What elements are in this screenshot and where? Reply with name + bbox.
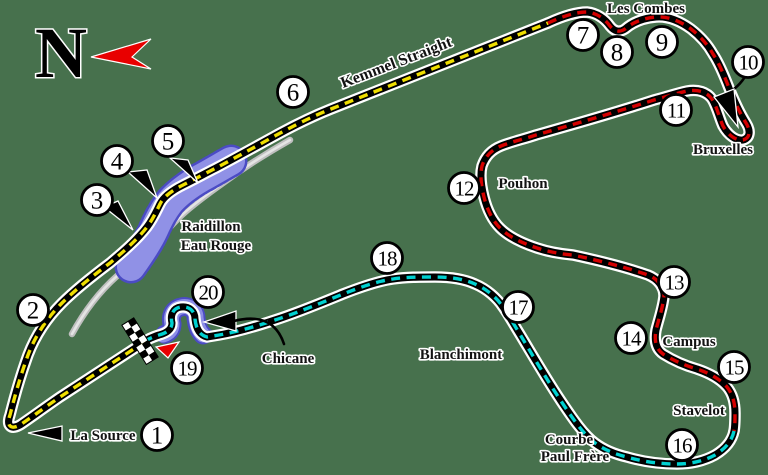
turn-circle — [600, 35, 634, 69]
label-bruxelles: Bruxelles — [693, 142, 753, 158]
label-stavelot: Stavelot — [673, 403, 725, 419]
label-la-source: La Source — [70, 428, 135, 444]
flag-frame — [121, 317, 159, 366]
turn-circle — [447, 171, 481, 205]
turn-number: 3 — [91, 188, 104, 215]
turn-circle — [645, 25, 679, 59]
label-pouhon: Pouhon — [498, 176, 548, 192]
turn-marker-16: 16 — [665, 428, 699, 462]
turn-number: 11 — [667, 99, 686, 123]
north-arrow-icon — [90, 38, 152, 70]
turn-circle — [191, 275, 225, 309]
turn-circle — [140, 418, 174, 452]
turn-circle — [16, 293, 50, 327]
turn-circle — [731, 45, 765, 79]
turn-number: 10 — [739, 51, 759, 75]
turn-circle — [370, 241, 404, 275]
turn-marker-4: 4 — [100, 144, 134, 178]
label-raidillon: Raidillon — [181, 219, 241, 235]
turn-marker-2: 2 — [16, 293, 50, 327]
turn-marker-18: 18 — [370, 241, 404, 275]
turn-circle — [717, 350, 751, 384]
turn-marker-15: 15 — [717, 350, 751, 384]
turn-circle — [657, 265, 691, 299]
finish-flag — [121, 317, 159, 366]
turn-circle — [100, 144, 134, 178]
turn-circle — [501, 290, 535, 324]
label-campus: Campus — [662, 334, 716, 350]
turn-marker-3: 3 — [80, 183, 114, 217]
turn-number: 13 — [665, 271, 685, 295]
turn-marker-5: 5 — [151, 124, 185, 158]
turn-circle — [614, 321, 648, 355]
turn-marker-13: 13 — [657, 265, 691, 299]
turn-marker-11: 11 — [659, 93, 693, 127]
turn-number: 5 — [162, 129, 175, 156]
turn-number: 9 — [656, 30, 669, 57]
chicane-leader-line — [232, 317, 286, 346]
label-paul-frere: Paul Frère — [541, 449, 610, 465]
turn-marker-12: 12 — [447, 171, 481, 205]
north-label: N — [35, 13, 87, 93]
turn-marker-6: 6 — [276, 75, 310, 109]
turn19-red-pointer — [154, 341, 181, 359]
turn-number: 15 — [725, 356, 745, 380]
turn10-arrow — [712, 88, 739, 130]
turn-number: 20 — [199, 281, 219, 305]
turn-marker-7: 7 — [566, 18, 600, 52]
turn-number: 6 — [287, 80, 300, 107]
turn-number: 12 — [455, 177, 475, 201]
label-courbe: Courbe — [545, 432, 594, 448]
turn-number: 2 — [27, 298, 40, 325]
turn-marker-1: 1 — [140, 418, 174, 452]
turn-circle — [170, 351, 204, 385]
turn-circle — [80, 183, 114, 217]
turn-marker-9: 9 — [645, 25, 679, 59]
label-blanchimont: Blanchimont — [420, 347, 503, 363]
turn-marker-20: 20 — [191, 275, 225, 309]
label-les-combes: Les Combes — [607, 1, 685, 17]
turn-circle — [276, 75, 310, 109]
turn-number: 18 — [378, 247, 398, 271]
turn-marker-14: 14 — [614, 321, 648, 355]
turn-marker-8: 8 — [600, 35, 634, 69]
turn-number: 16 — [673, 434, 693, 458]
turn-circle — [151, 124, 185, 158]
turn-number: 19 — [178, 357, 198, 381]
label-eau-rouge: Eau Rouge — [181, 238, 252, 254]
turn-number: 7 — [577, 23, 590, 50]
turn5-pointer — [168, 157, 199, 184]
turn-marker-19: 19 — [170, 351, 204, 385]
label-chicane: Chicane — [262, 351, 315, 367]
turn-circle — [665, 428, 699, 462]
la-source-pointer — [27, 425, 63, 442]
turn-circle — [659, 93, 693, 127]
turn-number: 4 — [111, 149, 124, 176]
turn-number: 1 — [151, 423, 164, 450]
turn-marker-17: 17 — [501, 290, 535, 324]
turn-number: 14 — [622, 327, 643, 351]
turn-circle — [566, 18, 600, 52]
turn-marker-10: 10 — [731, 45, 765, 79]
north-compass: N — [34, 12, 152, 95]
turn-number: 17 — [509, 296, 529, 320]
turn4-pointer — [126, 169, 158, 199]
turn-number: 8 — [611, 40, 624, 67]
